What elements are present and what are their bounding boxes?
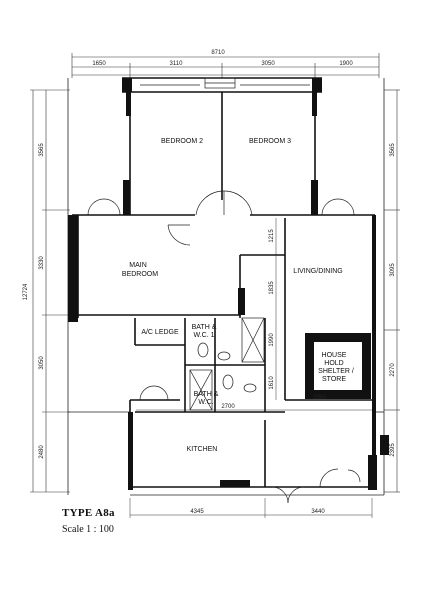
dim-inner-3385: 3385 — [313, 395, 327, 401]
dim-bottom-2: 3440 — [311, 509, 325, 515]
dim-inner-1835: 1835 — [269, 281, 275, 295]
room-living-dining: LIVING/DINING — [293, 268, 342, 275]
dim-right-3: 2270 — [390, 363, 396, 377]
dim-top-2: 3110 — [170, 61, 184, 67]
dim-inner-2700: 2700 — [221, 404, 235, 410]
dim-left-3: 3050 — [39, 356, 45, 370]
room-bath-2-line1: BATH & — [194, 391, 219, 398]
dim-right-1: 3565 — [390, 143, 396, 157]
room-kitchen: KITCHEN — [187, 446, 218, 453]
dim-left-total: 12724 — [23, 283, 29, 300]
dim-inner-1215: 1215 — [269, 229, 275, 243]
top-windows — [140, 77, 310, 89]
room-shelter-line4: STORE — [322, 376, 346, 383]
room-bedroom-3: BEDROOM 3 — [249, 138, 291, 145]
type-label: TYPE A8a — [62, 507, 115, 519]
bath-fixtures — [189, 317, 265, 411]
household-shelter — [305, 333, 371, 399]
dim-top-total: 8710 — [211, 50, 225, 56]
room-bath-1-line1: BATH & — [192, 324, 217, 331]
walls — [72, 77, 376, 490]
room-main-bedroom-line1: MAIN — [129, 262, 147, 269]
dim-top-3: 3050 — [261, 61, 275, 67]
room-shelter-line1: HOUSE — [322, 352, 347, 359]
top-dimension-lines — [71, 53, 380, 78]
dim-right-4: 2395 — [390, 443, 396, 457]
dim-left-1: 3565 — [39, 143, 45, 157]
room-bath-2-line2: W.C. — [198, 399, 213, 406]
dim-inner-1990: 1990 — [269, 333, 275, 347]
dim-left-4: 2480 — [39, 445, 45, 459]
dim-top-1: 1650 — [92, 61, 106, 67]
room-shelter-line3: SHELTER / — [318, 368, 354, 375]
dim-left-2: 3330 — [39, 256, 45, 270]
room-main-bedroom-line2: BEDROOM — [122, 271, 158, 278]
room-ac-ledge: A/C LEDGE — [141, 329, 179, 336]
room-bedroom-2: BEDROOM 2 — [161, 138, 203, 145]
room-bath-1-line2: W.C. 1 — [193, 332, 214, 339]
right-dimension-lines — [384, 89, 400, 493]
dim-right-2: 3095 — [390, 263, 396, 277]
scale-label: Scale 1 : 100 — [62, 524, 114, 535]
exterior-lines — [67, 78, 385, 496]
dim-bottom-1: 4345 — [190, 509, 204, 515]
wall-columns — [68, 78, 389, 490]
left-dimension-lines — [30, 89, 70, 493]
door-swings — [87, 190, 361, 504]
dim-top-4: 1900 — [339, 61, 353, 67]
room-shelter-line2: HOLD — [324, 360, 343, 367]
dim-inner-1610: 1610 — [269, 376, 275, 390]
inner-dimension-lines — [129, 218, 373, 518]
